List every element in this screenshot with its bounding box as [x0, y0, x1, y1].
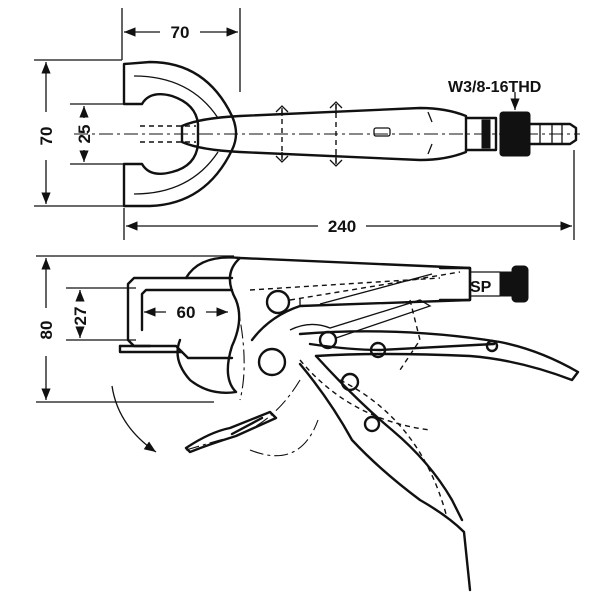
dim-label-length: 240	[328, 217, 356, 236]
top-view: 70 70 25	[34, 8, 580, 240]
adjust-knob: SP	[438, 265, 529, 303]
side-view: 80 27 60	[36, 255, 580, 592]
thread-label: W3/8-16THD	[448, 79, 541, 96]
dim-length-240: 240	[123, 208, 572, 240]
dim-label-width: 70	[171, 23, 190, 42]
brand-mark: SP	[470, 279, 492, 296]
dim-label-27: 27	[71, 307, 90, 326]
dim-label-height: 70	[37, 127, 56, 146]
handles-linkage	[289, 299, 580, 592]
dim-width-70: 70	[121, 8, 241, 92]
dim-jaw-60: 60	[144, 303, 228, 322]
dim-height-80: 80	[36, 255, 234, 403]
rotation-arrow	[111, 385, 157, 453]
dim-label-80: 80	[37, 321, 56, 340]
threaded-rod: W3/8-16THD	[448, 79, 578, 240]
handle	[180, 101, 468, 167]
dim-offset-27: 27	[66, 287, 136, 341]
dim-height-70: 70	[34, 59, 128, 207]
u-jaw-side	[118, 276, 234, 360]
dim-label-60: 60	[177, 303, 196, 322]
open-position-phantom	[184, 299, 319, 457]
upper-jaw-body	[176, 256, 472, 394]
